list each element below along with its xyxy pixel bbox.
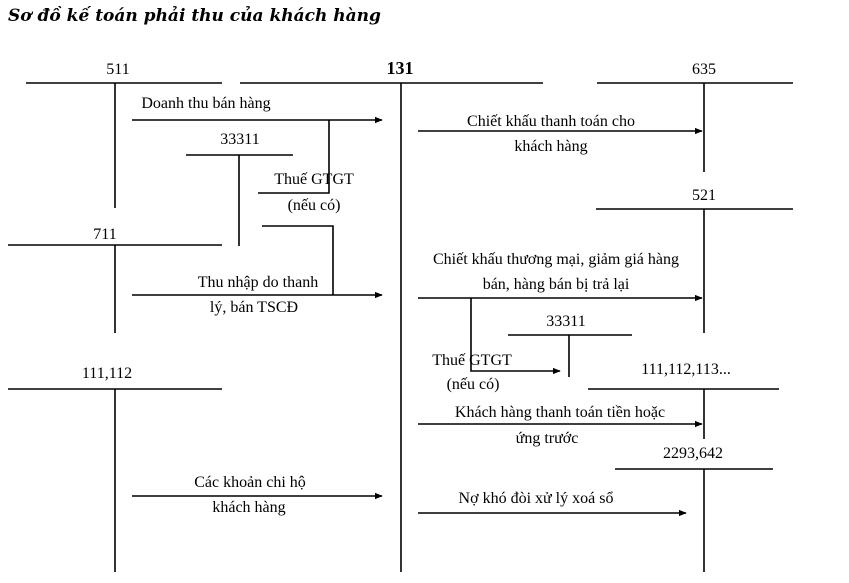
t-account-511: 511 bbox=[26, 61, 222, 208]
flow-chiet-khau-tt: Chiết khấu thanh toán cho khách hàng bbox=[418, 113, 703, 155]
t-account-635: 635 bbox=[597, 61, 793, 172]
flow-no-kho-doi: Nợ khó đòi xử lý xoá sổ bbox=[418, 490, 687, 517]
t-account-111-112-113: 111,112,113... bbox=[588, 361, 779, 439]
label-thue-gtgt-left-1: Thuế GTGT bbox=[274, 171, 354, 188]
t-account-2293-642: 2293,642 bbox=[615, 445, 773, 572]
flow-thue-gtgt-right: Thuế GTGT (nếu có) bbox=[432, 298, 561, 393]
flow-chiet-khau-tm: Chiết khấu thương mại, giảm giá hàng bán… bbox=[418, 251, 703, 302]
t-account-711: 711 bbox=[8, 226, 222, 333]
label-kh-thanh-toan-1: Khách hàng thanh toán tiền hoặc bbox=[455, 404, 665, 421]
label-chiet-khau-tt-2: khách hàng bbox=[514, 138, 587, 155]
account-521-label: 521 bbox=[692, 187, 716, 204]
account-131-label: 131 bbox=[387, 58, 414, 78]
connector-thanh-ly bbox=[262, 225, 334, 295]
flow-doanh-thu: Doanh thu bán hàng bbox=[132, 95, 383, 124]
account-111-112-label: 111,112 bbox=[82, 365, 132, 382]
t-account-131: 131 bbox=[240, 58, 543, 572]
label-chiet-khau-tm-1: Chiết khấu thương mại, giảm giá hàng bbox=[433, 251, 679, 268]
label-chi-ho-2: khách hàng bbox=[212, 499, 285, 516]
label-chiet-khau-tt-1: Chiết khấu thanh toán cho bbox=[467, 113, 635, 130]
account-33311-right-label: 33311 bbox=[546, 313, 585, 330]
t-account-521: 521 bbox=[596, 187, 793, 333]
flow-thu-nhap: Thu nhập do thanh lý, bán TSCĐ bbox=[132, 274, 383, 316]
account-511-label: 511 bbox=[106, 61, 129, 78]
account-111-112-113-label: 111,112,113... bbox=[641, 361, 731, 378]
label-thu-nhap-1: Thu nhập do thanh bbox=[198, 274, 318, 291]
label-thu-nhap-2: lý, bán TSCĐ bbox=[210, 299, 298, 316]
t-account-33311-left: 33311 bbox=[186, 131, 293, 246]
label-thue-gtgt-left-2: (nếu có) bbox=[288, 197, 341, 214]
label-chi-ho-1: Các khoản chi hộ bbox=[194, 474, 306, 491]
label-chiet-khau-tm-2: bán, hàng bán bị trả lại bbox=[483, 276, 630, 293]
label-no-kho-doi: Nợ khó đòi xử lý xoá sổ bbox=[459, 490, 614, 507]
account-635-label: 635 bbox=[692, 61, 716, 78]
connector-thue-gtgt-right bbox=[470, 298, 561, 375]
label-kh-thanh-toan-2: ứng trước bbox=[516, 430, 579, 447]
flow-thue-gtgt-left: Thuế GTGT (nếu có) bbox=[258, 120, 354, 214]
account-2293-642-label: 2293,642 bbox=[663, 445, 723, 462]
connector-thue-gtgt-left bbox=[258, 120, 330, 194]
account-33311-left-label: 33311 bbox=[220, 131, 259, 148]
t-account-33311-right: 33311 bbox=[508, 313, 632, 377]
flow-kh-thanh-toan: Khách hàng thanh toán tiền hoặc ứng trướ… bbox=[418, 404, 703, 447]
label-thue-gtgt-right-2: (nếu có) bbox=[447, 376, 500, 393]
label-thue-gtgt-right-1: Thuế GTGT bbox=[432, 352, 512, 369]
account-711-label: 711 bbox=[93, 226, 116, 243]
flow-chi-ho: Các khoản chi hộ khách hàng bbox=[132, 474, 383, 516]
label-doanh-thu: Doanh thu bán hàng bbox=[141, 95, 270, 112]
t-account-111-112: 111,112 bbox=[8, 365, 222, 572]
diagram-title: Sơ đồ kế toán phải thu của khách hàng bbox=[8, 6, 381, 26]
